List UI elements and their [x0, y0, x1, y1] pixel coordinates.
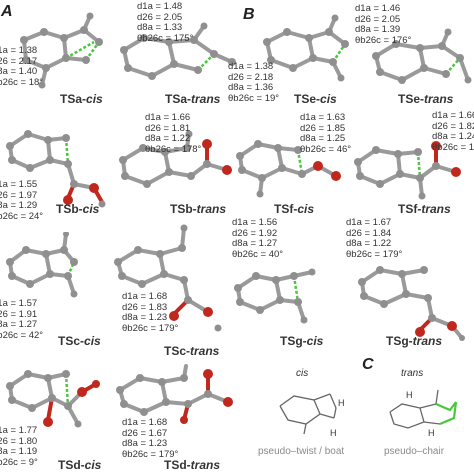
measurements-tsb-cis: d1a = 1.55d26 = 1.97d8a = 1.29θb26c = 24…: [0, 179, 44, 222]
molecule-tsc-trans: [112, 222, 232, 338]
label-tse-cis: TSe-cis: [294, 92, 337, 106]
caption-chair: pseudo–chair: [384, 446, 445, 457]
label-tsf-trans: TSf-trans: [398, 202, 451, 216]
molecule-tsa-trans: [114, 20, 238, 90]
label-tsg-cis: TSg-cis: [280, 334, 324, 348]
label-cis: cis: [296, 368, 309, 379]
molecule-tsf-trans: [352, 136, 470, 202]
molecule-tse-trans: [368, 28, 472, 94]
h-label-trans-2: H: [428, 428, 435, 438]
cis-boat-drawing: H H: [272, 382, 352, 440]
molecule-tsg-cis: [232, 262, 332, 336]
molecule-tsf-cis: [232, 132, 344, 202]
caption-boat: pseudo–twist / boat: [258, 446, 345, 457]
molecule-tsa-cis: [4, 10, 110, 90]
label-trans: trans: [401, 368, 424, 379]
label-tsa-trans: TSa-trans: [165, 92, 221, 106]
label-tsc-cis: TSc-cis: [58, 334, 101, 348]
molecule-tsd-trans: [114, 364, 236, 424]
molecule-tsd-cis: [4, 362, 104, 446]
label-tsa-cis: TSa-cis: [60, 92, 103, 106]
molecule-tsb-cis: [2, 120, 108, 212]
trans-chair-drawing: H H: [384, 382, 468, 440]
label-tsd-cis: TSd-cis: [58, 458, 102, 472]
label-tsc-trans: TSc-trans: [164, 344, 220, 358]
label-tsb-cis: TSb-cis: [56, 202, 100, 216]
h-label-trans-1: H: [406, 390, 413, 400]
molecule-tse-cis: [255, 14, 355, 90]
panel-letter-c: C: [362, 356, 374, 373]
label-tsf-cis: TSf-cis: [274, 202, 315, 216]
h-label-cis-1: H: [330, 428, 337, 438]
h-label-cis-2: H: [338, 398, 345, 408]
label-tse-trans: TSe-trans: [398, 92, 454, 106]
label-tsg-trans: TSg-trans: [386, 334, 443, 348]
panel-letter-b: B: [243, 6, 255, 23]
molecule-tsc-cis: [4, 231, 104, 306]
measurements-tsd-cis: d1a = 1.77d26 = 1.80d8a = 1.19θb26c = 9°: [0, 425, 38, 468]
molecule-tsg-trans: [356, 252, 472, 342]
panel-letter-a: A: [1, 3, 13, 20]
label-tsd-trans: TSd-trans: [164, 458, 221, 472]
molecule-tsb-trans: [115, 130, 235, 202]
label-tsb-trans: TSb-trans: [170, 202, 227, 216]
